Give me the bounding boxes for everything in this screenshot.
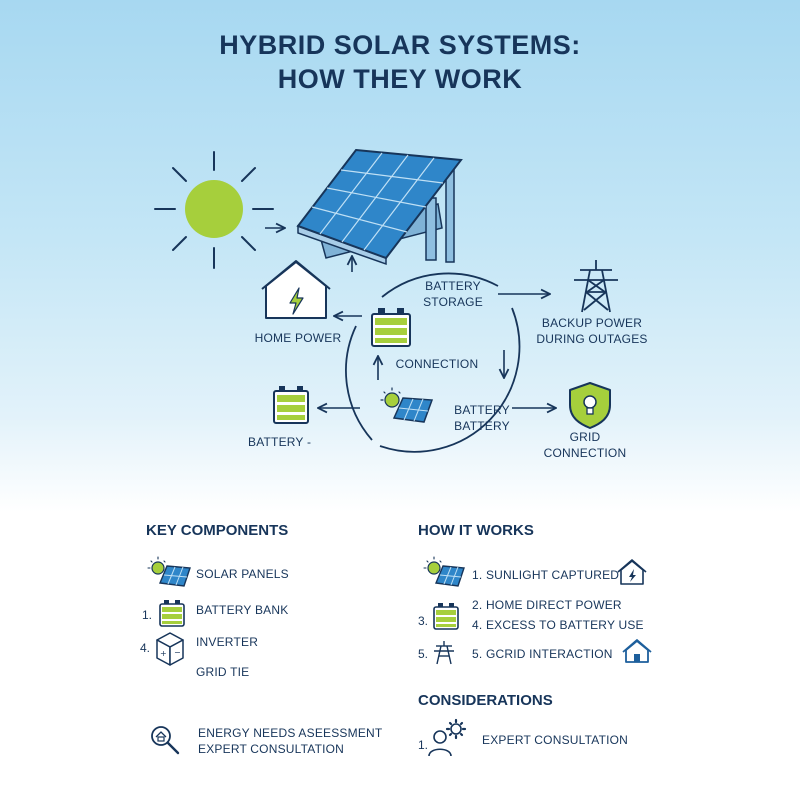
battery-left-label: BATTERY - [248, 435, 312, 449]
how-it-works-heading: HOW IT WORKS [418, 522, 534, 539]
solar-panels-icon [147, 556, 191, 587]
svg-text:−: − [174, 648, 181, 657]
cycle-arc-left [345, 325, 373, 441]
grid-connection-label: GRID CONNECTION [543, 430, 627, 460]
solar-panel-array-icon [296, 148, 463, 266]
center-battery-icon [371, 308, 411, 347]
inverter-text: INVERTER [196, 635, 259, 649]
battery-storage-label: BATTERY STORAGE [423, 279, 483, 309]
cycle-arc-top [381, 272, 499, 298]
backup-power-label: BACKUP POWER DURING OUTAGES [536, 316, 648, 346]
home-icon [261, 260, 331, 319]
solar-panels-text: SOLAR PANELS [196, 567, 289, 581]
sun-icon [154, 151, 274, 269]
step-2-text: 2. HOME DIRECT POWER [472, 598, 622, 612]
battery-left-icon [273, 386, 309, 424]
grid-tie-text: GRID TIE [196, 665, 250, 679]
home-bolt-icon [617, 559, 647, 585]
center-solar-panel-icon [380, 387, 434, 423]
considerations-number: 1. [418, 738, 429, 752]
inverter-icon: + − [156, 632, 184, 666]
small-tower-icon [434, 641, 454, 665]
title-line-1: HYBRID SOLAR SYSTEMS: [219, 30, 581, 60]
step-5-number: 5. [418, 647, 429, 661]
connection-label: CONNECTION [395, 357, 479, 371]
battery-battery-label: BATTERY BATTERY [454, 403, 510, 433]
home-power-label: HOME POWER [254, 331, 342, 345]
step-5-text: 5. GCRID INTERACTION [472, 647, 613, 661]
step-3-number: 3. [418, 614, 429, 628]
consultant-gear-icon [428, 718, 467, 757]
page-title: HYBRID SOLAR SYSTEMS: HOW THEY WORK [0, 28, 800, 96]
considerations-item-text: EXPERT CONSULTATION [482, 733, 629, 747]
step-4-text: 4. EXCESS TO BATTERY USE [472, 618, 644, 632]
inverter-number: 4. [140, 641, 151, 655]
expert-consultation-text: EXPERT CONSULTATION [198, 742, 345, 756]
sunlight-panel-icon [423, 556, 465, 587]
battery-bank-number: 1. [142, 608, 153, 622]
svg-text:+: + [160, 649, 167, 658]
battery-bank-text: BATTERY BANK [196, 603, 289, 617]
title-line-2: HOW THEY WORK [277, 64, 523, 94]
search-home-icon [151, 726, 180, 755]
cycle-arc-right [379, 307, 521, 453]
key-components-heading: KEY COMPONENTS [146, 522, 289, 539]
small-home-icon [622, 638, 652, 663]
shield-lightbulb-icon [569, 382, 611, 429]
battery-bank-icon [159, 600, 185, 627]
considerations-heading: CONSIDERATIONS [418, 692, 553, 709]
transmission-tower-icon [574, 260, 618, 313]
how-battery-icon [433, 603, 459, 630]
energy-assessment-text: ENERGY NEEDS ASEESSMENT [198, 726, 383, 740]
step-1-text: 1. SUNLIGHT CAPTURED [472, 568, 620, 582]
